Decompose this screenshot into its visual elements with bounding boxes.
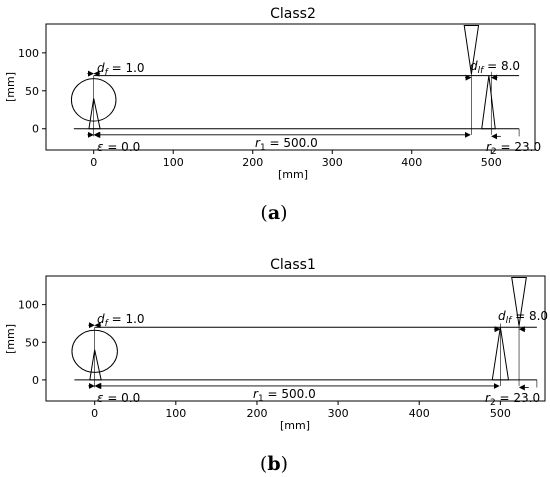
panel-b-ylabel: [mm]	[4, 324, 17, 354]
panel-b-xtick-label: 200	[246, 407, 267, 420]
panel-a-ytick-label: 0	[32, 123, 39, 136]
panel-a-ylabel: [mm]	[4, 72, 17, 102]
panel-a-xtick-label: 0	[90, 156, 97, 169]
panel-b-xtick-label: 300	[328, 407, 349, 420]
panel-a-ytick-label: 100	[18, 47, 39, 60]
panel-b-caption: (b)	[260, 453, 288, 475]
panel-b-eps-label: ε = 0.0	[97, 391, 140, 405]
panel-b-geometry	[71, 277, 538, 391]
panel-a-caption: (a)	[260, 202, 287, 224]
panel-b-ticks: 0 100 200 300 400 500 0 50 100	[18, 299, 511, 420]
panel-a-ytick-label: 50	[25, 85, 39, 98]
panel-b-plot-frame	[45, 275, 546, 402]
panel-a-xtick-label: 100	[163, 156, 184, 169]
panel-b-ytick-label: 0	[32, 374, 39, 387]
panel-a-xtick-label: 500	[481, 156, 502, 169]
panel-a-title: Class2	[270, 6, 316, 22]
panel-a-plot-frame	[45, 23, 536, 151]
panel-b-ytick-label: 50	[25, 336, 39, 349]
panel-b-xlabel: [mm]	[280, 419, 310, 432]
panel-a-xtick-label: 200	[242, 156, 263, 169]
panel-b-r2-label: r2 = 23.0	[485, 391, 540, 408]
panel-a-r2-label: r2 = 23.0	[486, 140, 541, 157]
panel-a-inverted-triangle	[463, 25, 480, 75]
panel-b-ytick-label: 100	[18, 299, 39, 312]
panel-b-left-triangle	[89, 349, 102, 381]
panel-b-xtick-label: 100	[165, 407, 186, 420]
panel-a-eps-label: ε = 0.0	[97, 140, 140, 154]
panel-a-right-triangle	[481, 75, 496, 130]
panel-a-xlabel: [mm]	[278, 168, 308, 181]
panel-b-inverted-triangle	[511, 277, 527, 326]
panel-b-title: Class1	[270, 257, 316, 273]
panel-b-xtick-label: 0	[91, 407, 98, 420]
panel-b-r1-label: r1 = 500.0	[253, 387, 316, 404]
panel-a-dlf-label: dlf = 8.0	[470, 59, 520, 76]
panel-a-df-label: df = 1.0	[97, 61, 145, 78]
panel-b-xtick-label: 500	[490, 407, 511, 420]
panel-a-xtick-label: 400	[401, 156, 422, 169]
panel-b-dlf-label: dlf = 8.0	[498, 309, 548, 326]
panel-a-r1-label: r1 = 500.0	[255, 136, 318, 153]
panel-a-ticks: 0 100 200 300 400 500 0 50 100	[18, 47, 502, 169]
panel-a-geometry	[70, 25, 520, 140]
panel-a-left-triangle	[88, 98, 101, 130]
panel-b-xtick-label: 400	[409, 407, 430, 420]
panel-b-df-label: df = 1.0	[97, 312, 145, 329]
panel-a-xtick-label: 300	[322, 156, 343, 169]
